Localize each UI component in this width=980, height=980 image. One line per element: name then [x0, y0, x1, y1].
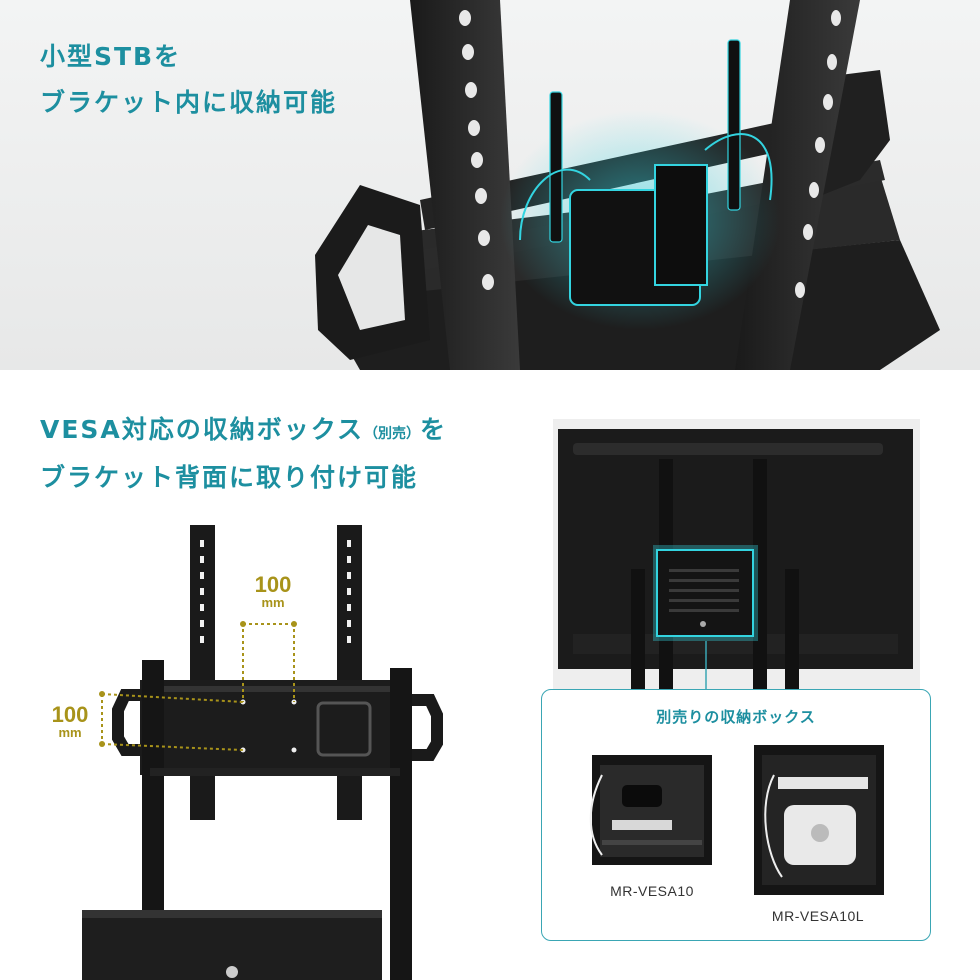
section-divider	[0, 370, 980, 380]
product-card-mr-vesa10l: MR-VESA10L	[748, 745, 888, 924]
stb-headline: 小型STBを ブラケット内に収納可能	[40, 34, 337, 126]
horizontal-dimension-unit: mm	[261, 595, 285, 610]
vesa-headline-main: VESA対応の収納ボックス	[40, 415, 365, 444]
stand-front-image	[82, 525, 443, 980]
tv-rear-image	[553, 419, 920, 730]
callout-title: 別売りの収納ボックス	[656, 708, 816, 726]
vesa-headline: VESA対応の収納ボックス（別売）を ブラケット背面に取り付け可能	[40, 408, 447, 500]
optional-box-callout: 別売りの収納ボックス MR-VESA10	[541, 689, 931, 941]
stb-headline-line1: 小型STBを	[40, 42, 182, 71]
product-label-mr-vesa10: MR-VESA10	[610, 883, 694, 899]
stb-bracket-panel: 小型STBを ブラケット内に収納可能	[0, 0, 980, 370]
vesa-headline-end: を	[420, 415, 448, 444]
product-label-mr-vesa10l: MR-VESA10L	[771, 908, 865, 924]
vesa-headline-line1: VESA対応の収納ボックス（別売）を	[40, 408, 447, 456]
horizontal-dimension-label: 100 mm	[243, 572, 303, 610]
vertical-dimension-value: 100	[51, 702, 89, 727]
product-card-mr-vesa10: MR-VESA10	[582, 745, 722, 899]
mr-vesa10-image	[589, 755, 712, 865]
stb-headline-line2: ブラケット内に収納可能	[40, 88, 338, 117]
vesa-headline-note: （別売）	[364, 426, 421, 442]
vesa-headline-line2: ブラケット背面に取り付け可能	[40, 463, 419, 492]
stand-bracket-closeup-image	[315, 0, 940, 370]
mr-vesa10l-image	[754, 745, 884, 895]
vertical-dimension-label: 100 mm	[40, 702, 100, 740]
vesa-box-panel: VESA対応の収納ボックス（別売）を ブラケット背面に取り付け可能	[0, 380, 980, 980]
vertical-dimension-unit: mm	[58, 725, 82, 740]
horizontal-dimension-value: 100	[254, 572, 292, 597]
